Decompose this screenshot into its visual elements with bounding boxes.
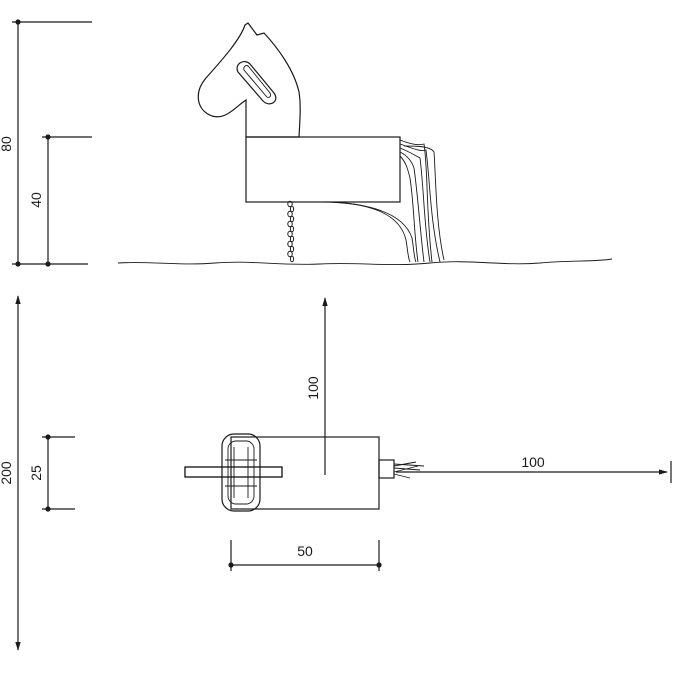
dimension-height-40: 40: [28, 134, 92, 267]
dimension-label-40: 40: [28, 192, 44, 208]
plan-body: [230, 436, 380, 510]
dimension-width-25: 25: [28, 434, 75, 512]
chain-link: [287, 240, 293, 248]
chain-link: [287, 250, 293, 258]
dimension-clearance-100-horizontal: 100: [396, 454, 672, 483]
chain-link: [287, 220, 293, 228]
dimension-label-50: 50: [297, 543, 313, 559]
dimension-label-80: 80: [0, 136, 14, 152]
dimension-length-50: 50: [228, 540, 382, 571]
chain-support: [287, 200, 295, 263]
rear-support-arc: [321, 201, 417, 263]
side-elevation-view: 80 40: [0, 19, 613, 267]
plan-foot-bar: [184, 466, 283, 478]
dimension-label-25: 25: [28, 465, 44, 481]
dimension-height-80: 80: [0, 19, 92, 267]
top-plan-view: 200 25: [0, 295, 672, 651]
dimension-clearance-100-vertical: 100: [305, 297, 328, 475]
horse-body: [245, 136, 401, 203]
dimension-label-100-vertical: 100: [305, 376, 321, 400]
plan-head-handle: [184, 433, 283, 512]
chain-link: [287, 200, 293, 208]
plan-tail: [378, 459, 425, 479]
head-handle: [236, 60, 277, 105]
ground-line: [117, 258, 613, 266]
horse-tail: [399, 139, 445, 263]
chain-link: [287, 210, 293, 218]
dimension-label-200: 200: [0, 461, 14, 485]
dimension-length-200: 200: [0, 295, 21, 651]
horse-head: [197, 22, 301, 138]
chain-link: [289, 255, 295, 263]
chain-link: [287, 230, 293, 238]
dimension-label-100-horizontal: 100: [521, 454, 545, 470]
